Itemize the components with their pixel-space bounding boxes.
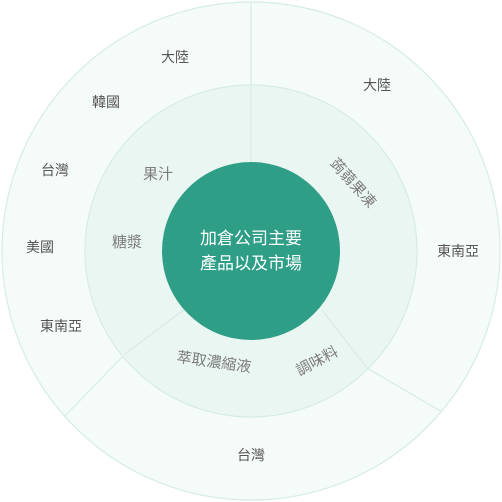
center-circle: [162, 162, 340, 340]
outer-divider-lower-right: [366, 367, 443, 413]
market-label-southeast-asia: 東南亞: [40, 319, 82, 335]
market-label-usa: 美國: [26, 240, 54, 256]
inner-divider-lower-left: [124, 307, 187, 355]
market-label-korea: 韓國: [92, 95, 120, 111]
product-label-juice: 果汁: [143, 165, 173, 183]
market-label-konjac-mainland: 大陸: [363, 78, 391, 94]
market-label-taiwan: 台灣: [41, 163, 69, 179]
market-label-mainland: 大陸: [161, 50, 189, 66]
inner-divider-lower-right: [321, 309, 368, 369]
market-label-konjac-southeast-asia: 東南亞: [437, 244, 479, 260]
outer-divider-lower-left: [63, 353, 126, 418]
center-title-line1: 加倉公司主要: [200, 229, 302, 249]
product-label-syrup: 糖漿: [112, 233, 142, 251]
market-label-extract-taiwan: 台灣: [237, 448, 265, 464]
center-title-line2: 產品以及市場: [200, 254, 302, 274]
